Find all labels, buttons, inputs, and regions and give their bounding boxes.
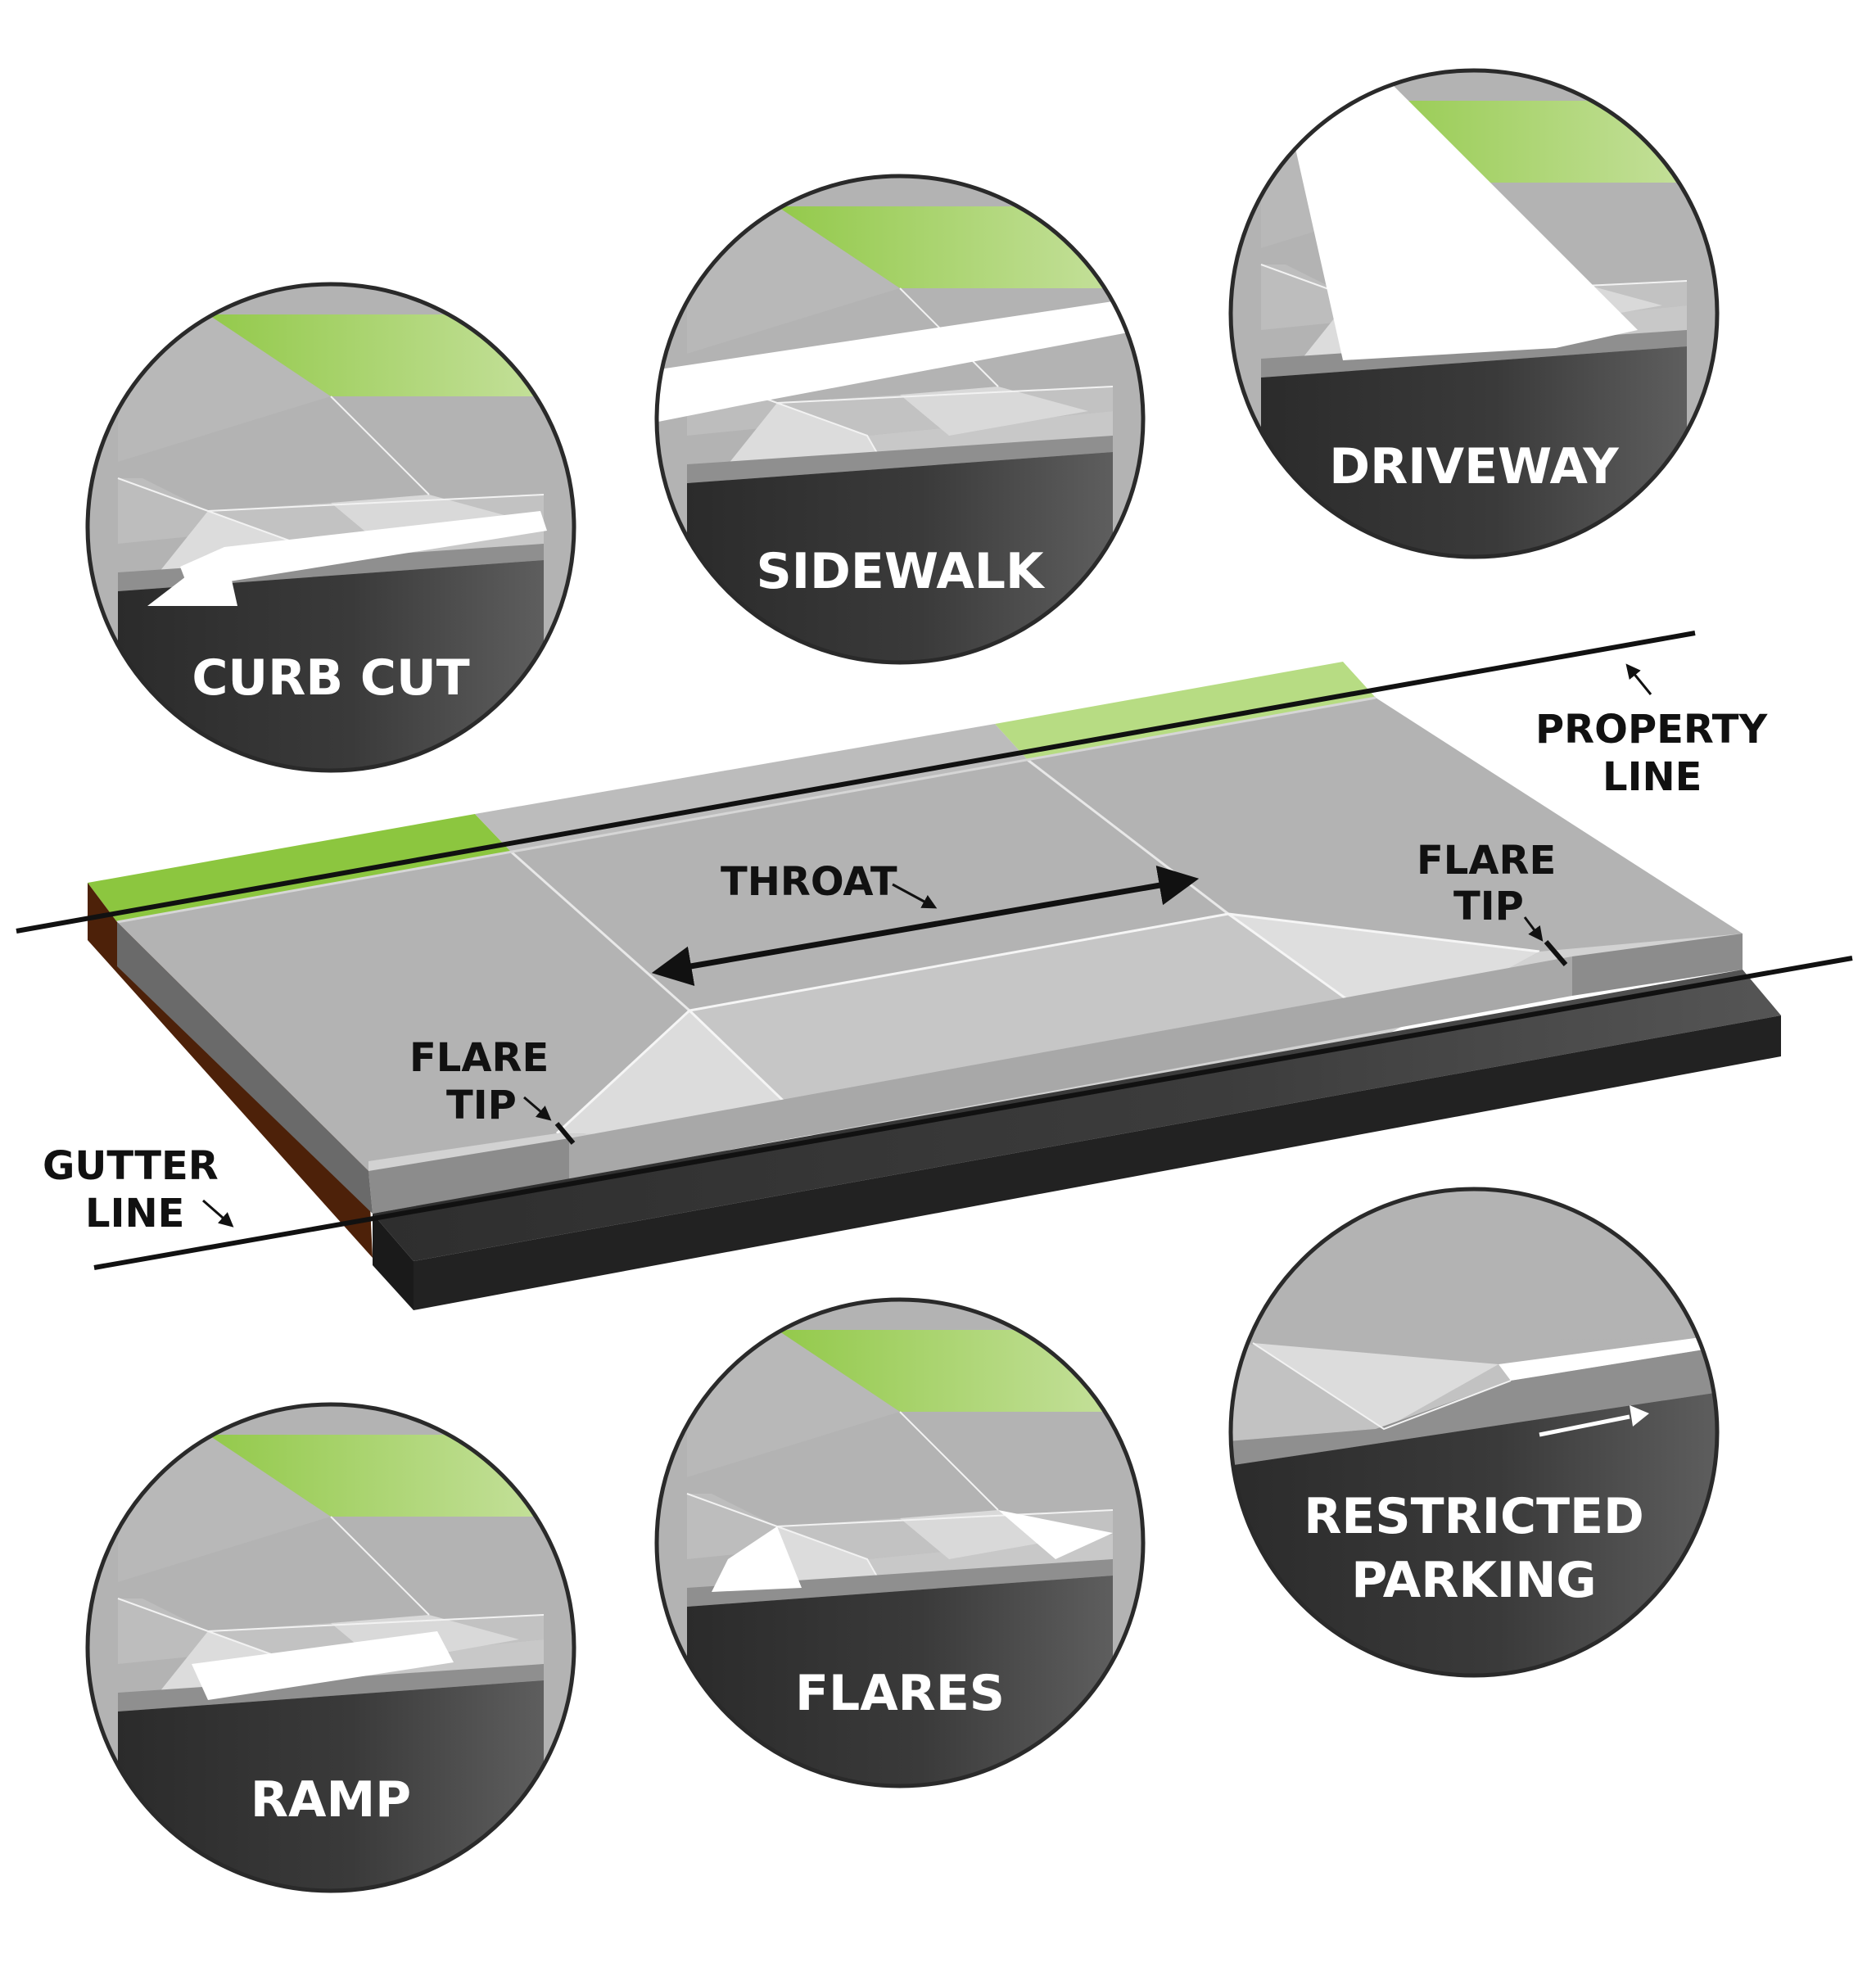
- throat-apron: [689, 914, 1392, 1135]
- curb-cut-label: CURB CUT: [192, 649, 469, 707]
- street-side: [373, 1214, 414, 1310]
- street-surface: [373, 970, 1781, 1261]
- restricted-parking-label-1: RESTRICTED: [1304, 1488, 1644, 1545]
- main-scene: [16, 631, 1853, 1310]
- main-labels: THROAT FLARE TIP FLARE TIP PROPERTY LINE…: [43, 707, 1768, 1237]
- detail-circle-curb-cut: CURB CUT: [85, 282, 576, 773]
- property-line-pointer: [1625, 663, 1652, 695]
- flare-tip-right-tick: [1544, 940, 1568, 966]
- throat-arrow: [651, 866, 1200, 986]
- gutter-line: [93, 956, 1853, 1270]
- ramp-label: RAMP: [251, 1771, 411, 1829]
- gutter-line-label-2: LINE: [85, 1191, 184, 1237]
- restricted-parking-label-2: PARKING: [1351, 1552, 1596, 1609]
- curb-face-left: [368, 1138, 569, 1214]
- property-line-label-1: PROPERTY: [1535, 707, 1768, 753]
- detail-circle-sidewalk: SIDEWALK: [654, 174, 1146, 665]
- curb-face-right: [1572, 934, 1743, 996]
- detail-circle-restricted-parking: RESTRICTED PARKING: [1228, 1187, 1720, 1678]
- sidewalk-edge-line: [116, 696, 1376, 924]
- detail-circle-driveway: DRIVEWAY: [1228, 68, 1720, 559]
- sidewalk-label: SIDEWALK: [757, 543, 1046, 600]
- flare-tip-left-label-2: TIP: [446, 1083, 517, 1128]
- property-line-label-2: LINE: [1603, 754, 1702, 800]
- flare-tip-left-tick: [554, 1122, 576, 1145]
- detail-circle-flares: FLARES: [654, 1297, 1146, 1788]
- curb-side: [117, 922, 373, 1214]
- throat-pointer: [892, 883, 938, 909]
- gutter-line-label-1: GUTTER: [43, 1143, 219, 1189]
- grass-strip-left: [88, 814, 511, 922]
- grass-strip-right: [995, 662, 1376, 760]
- street-front: [414, 1015, 1781, 1310]
- flares-label: FLARES: [795, 1665, 1005, 1722]
- detail-circle-ramp: RAMP: [85, 1402, 576, 1893]
- flare-tip-left-label-1: FLARE: [409, 1035, 549, 1081]
- driveway-label: DRIVEWAY: [1329, 438, 1620, 495]
- left-flare: [557, 1011, 819, 1135]
- flare-tip-left-pointer: [523, 1096, 552, 1121]
- flare-tip-right-label-2: TIP: [1453, 884, 1524, 929]
- gutter-pan: [569, 956, 1572, 1179]
- property-line: [16, 631, 1696, 934]
- flare-tip-right-label-1: FLARE: [1417, 838, 1556, 884]
- sidewalk-band: [475, 724, 1028, 852]
- throat-label: THROAT: [721, 859, 897, 905]
- flare-tip-right-pointer: [1523, 916, 1544, 942]
- gutter-line-pointer: [202, 1199, 234, 1228]
